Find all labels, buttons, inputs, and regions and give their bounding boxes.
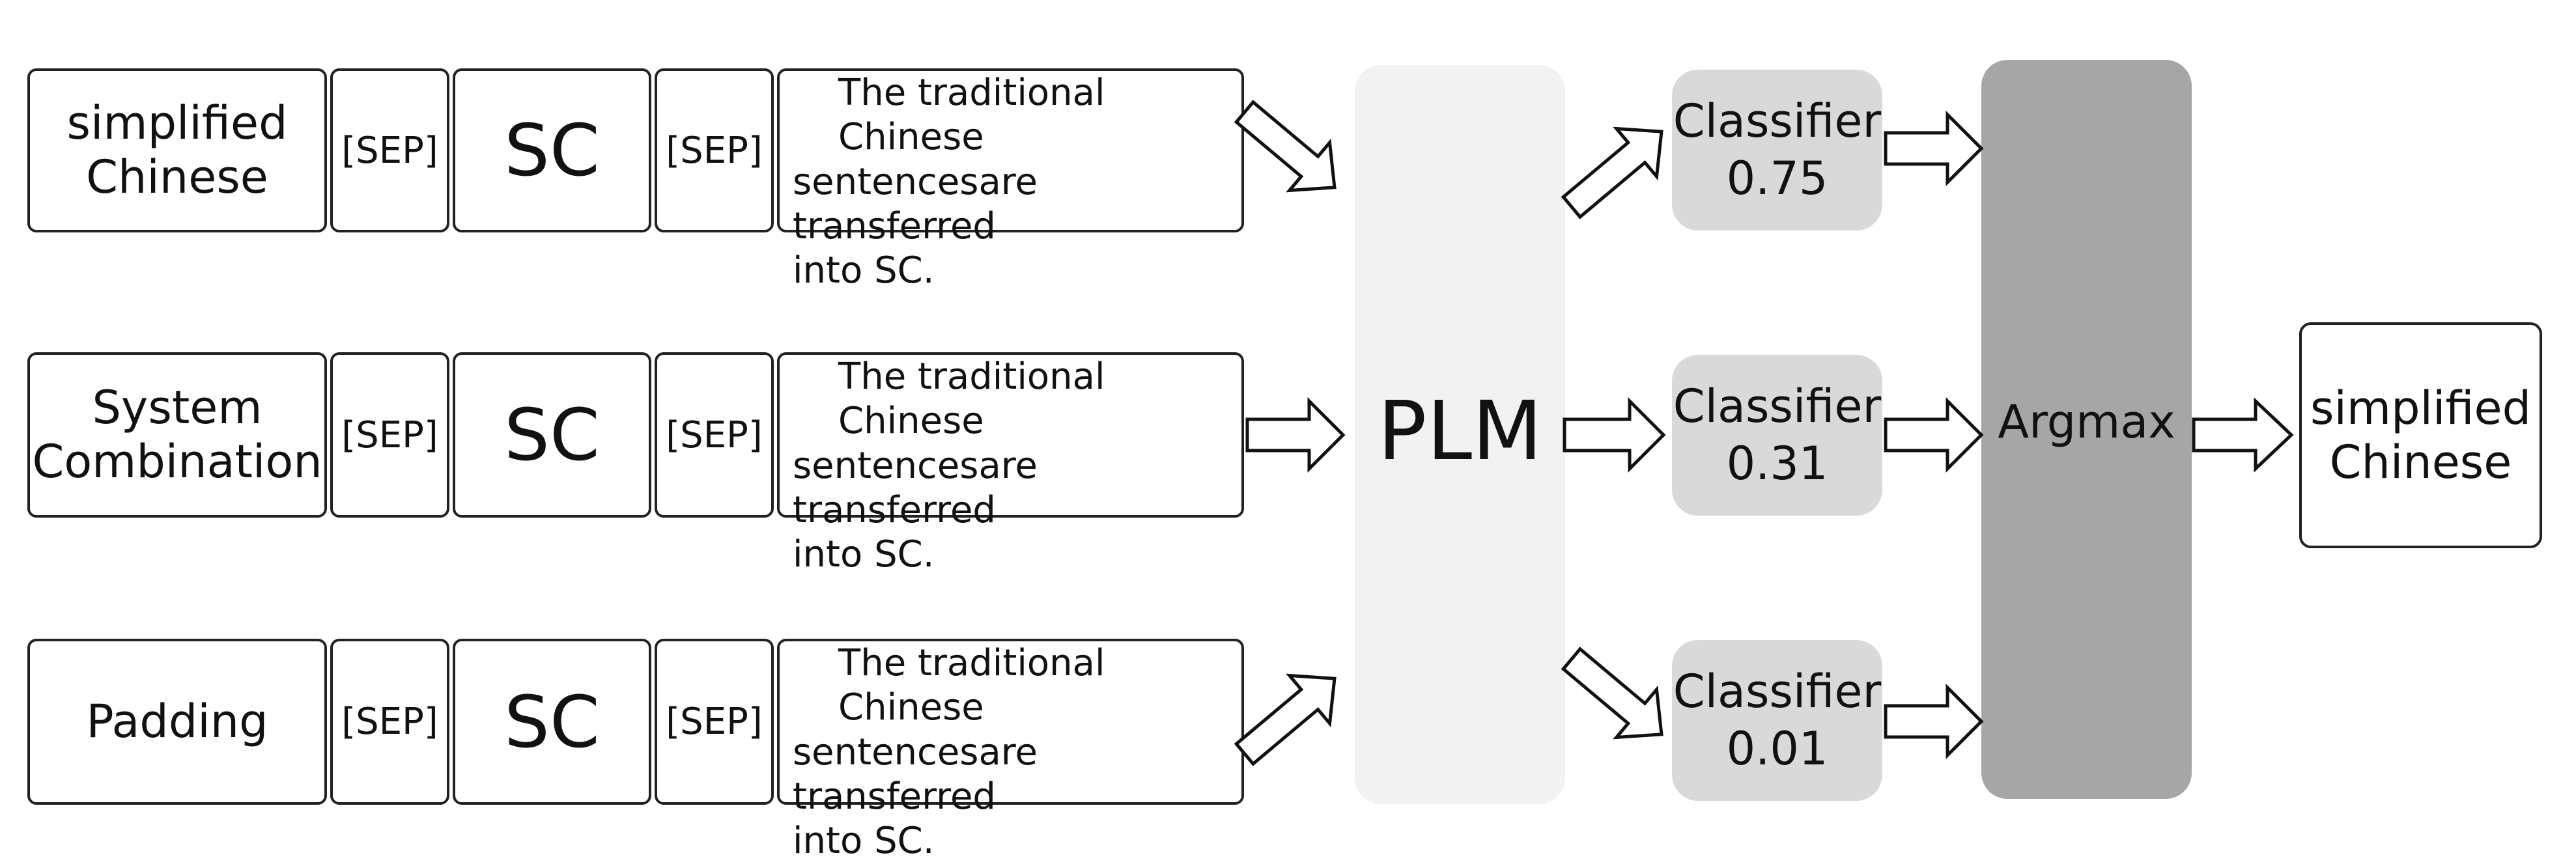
row3-label-line1: Padding [86, 695, 268, 749]
arrow-classifier-3-to-argmax [1884, 683, 1984, 760]
arrow-row1-to-plm [1234, 100, 1337, 193]
classifier-2-label: Classifier [1673, 380, 1882, 433]
arrow-plm-to-classifier-3 [1561, 647, 1663, 740]
row2-sep2-label: [SEP] [666, 413, 763, 456]
arrow-classifier-2-to-argmax [1884, 397, 1984, 473]
output-box: simplified Chinese [2299, 322, 2542, 548]
row2-label-line1: System [92, 381, 262, 435]
arrow-row2-to-plm [1245, 397, 1346, 473]
argmax-label: Argmax [1998, 395, 2175, 449]
row2-text-box: The traditional Chinese sentencesare tra… [777, 352, 1244, 576]
row3-sc-label: SC [504, 680, 600, 764]
argmax-block: Argmax [1981, 60, 2192, 799]
row3-text-box: The traditional Chinese sentencesare tra… [777, 639, 1244, 862]
output-line2: Chinese [2329, 435, 2512, 489]
classifier-3: Classifier 0.01 [1672, 640, 1882, 801]
row3-sep2-box: [SEP] [655, 639, 774, 805]
plm-label: PLM [1378, 384, 1542, 479]
row3-text-line1: The traditional Chinese [838, 642, 1105, 729]
row1-label-line2: Chinese [86, 150, 268, 204]
classifier-2: Classifier 0.31 [1672, 355, 1882, 516]
classifier-2-score: 0.31 [1726, 436, 1828, 490]
arrow-plm-to-classifier-2 [1563, 397, 1666, 473]
row3-label-box: Padding [27, 639, 327, 805]
row3-sep1-box: [SEP] [330, 639, 449, 805]
row1-text-line2: sentencesare transferred [793, 160, 1038, 247]
row3-text-line3: into SC. [793, 820, 935, 863]
arrow-row3-to-plm [1234, 673, 1337, 766]
output-line1: simplified [2310, 381, 2532, 435]
row1-sep2-box: [SEP] [655, 68, 774, 232]
row3-sc-box: SC [453, 639, 651, 805]
row2-sep2-box: [SEP] [655, 352, 774, 518]
row1-sc-box: SC [453, 68, 651, 232]
row2-sc-label: SC [504, 393, 600, 477]
classifier-1-label: Classifier [1673, 94, 1882, 148]
row3-sep2-label: [SEP] [666, 701, 763, 743]
row2-label-box: System Combination [27, 352, 327, 518]
row1-text-line3: into SC. [793, 249, 935, 292]
row1-label-box: simplified Chinese [27, 68, 327, 232]
row2-sc-box: SC [453, 352, 651, 518]
classifier-1: Classifier 0.75 [1672, 70, 1882, 230]
arrow-argmax-to-output [2192, 397, 2294, 473]
arrow-classifier-1-to-argmax [1884, 110, 1984, 187]
plm-block [1355, 65, 1565, 804]
row1-sep1-box: [SEP] [330, 68, 449, 232]
row2-text-line3: into SC. [793, 533, 935, 576]
classifier-1-score: 0.75 [1726, 151, 1828, 205]
classifier-3-score: 0.01 [1726, 721, 1828, 775]
arrow-plm-to-classifier-1 [1561, 126, 1663, 219]
classifier-3-label: Classifier [1673, 665, 1882, 718]
row2-sep1-label: [SEP] [341, 413, 438, 456]
row2-text-line1: The traditional Chinese [838, 355, 1105, 443]
row2-text-line2: sentencesare transferred [793, 444, 1038, 531]
row3-text-line2: sentencesare transferred [793, 731, 1038, 818]
row3-sep1-label: [SEP] [341, 701, 438, 743]
row1-text-box: The traditional Chinese sentencesare tra… [777, 68, 1244, 292]
row1-label-line1: simplified [66, 96, 288, 150]
row1-sc-label: SC [504, 109, 600, 192]
row1-sep2-label: [SEP] [666, 129, 763, 172]
row2-sep1-box: [SEP] [330, 352, 449, 518]
row2-label-line2: Combination [32, 435, 322, 488]
row1-text-line1: The traditional Chinese [838, 72, 1105, 159]
row1-sep1-label: [SEP] [341, 129, 438, 172]
